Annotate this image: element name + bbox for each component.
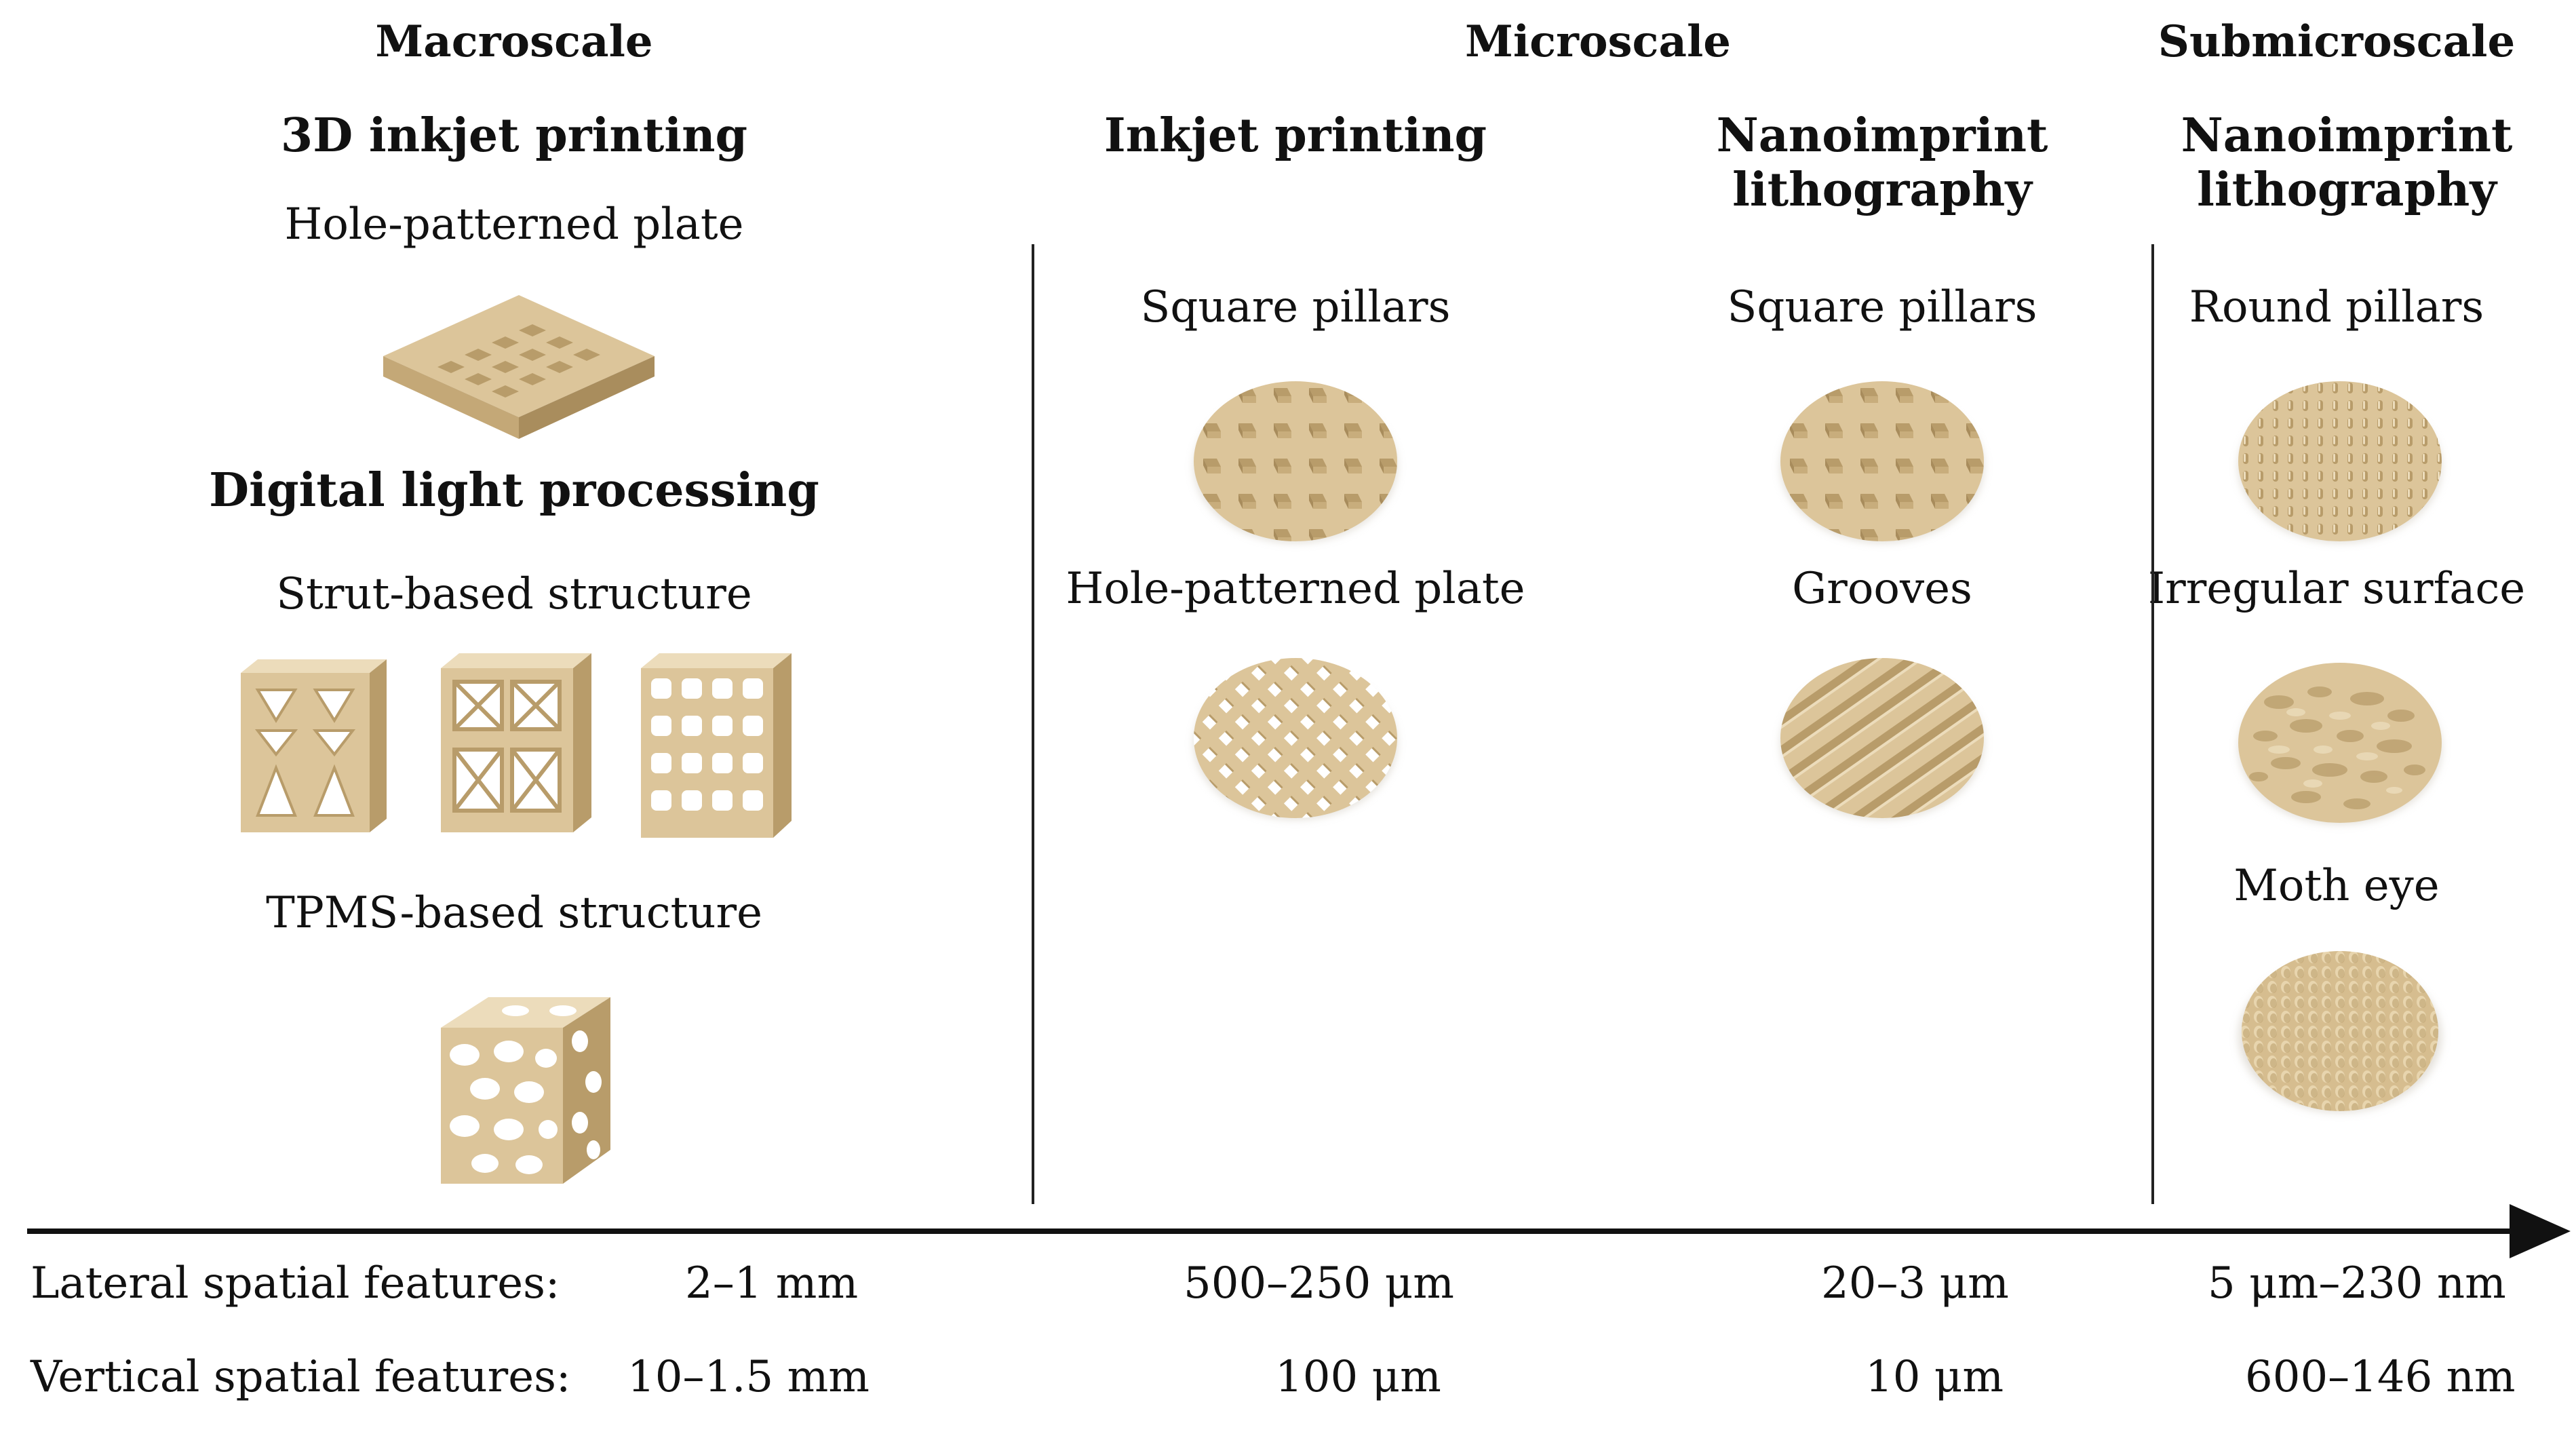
lateral-macro: 2–1 mm [685,1258,859,1309]
scale-micro: Microscale [1464,16,1732,67]
lateral-micro-nil: 20–3 μm [1821,1258,2009,1309]
irregular-surface-disc [2238,663,2442,824]
label-hole-plate-inkjet: Hole-patterned plate [1066,564,1525,614]
label-hole-plate-macro: Hole-patterned plate [284,199,744,250]
label-round-pillars: Round pillars [2189,282,2484,332]
method-nil-submicro: Nanoimprint lithography [2181,109,2513,217]
method-inkjet: Inkjet printing [1104,109,1487,163]
spatial-scale-axis-arrow [27,1204,2571,1258]
hole-plate-inkjet-disc [1194,658,1397,819]
method-nil-micro-line1: Nanoimprint [1716,109,2048,163]
scale-submicro: Submicroscale [2158,16,2516,67]
label-strut: Strut-based structure [276,569,752,619]
method-nil-micro-line2: lithography [1732,163,2032,217]
label-grooves: Grooves [1792,564,1972,614]
method-nil-submicro-line1: Nanoimprint [2181,109,2513,163]
strut-cube-1-figure [241,659,387,832]
label-irregular: Irregular surface [2147,564,2526,614]
method-dlp: Digital light processing [209,463,819,518]
vertical-micro-nil: 10 μm [1865,1352,2004,1402]
vertical-submicro: 600–146 nm [2245,1352,2516,1402]
lateral-features-label: Lateral spatial features: [31,1258,560,1309]
moth-eye-disc [2238,951,2442,1112]
label-square-pillars-nil: Square pillars [1727,282,2037,332]
vertical-micro-inkjet: 100 μm [1275,1352,1441,1402]
round-pillars-disc [2238,381,2442,543]
divider-macro-micro [1032,244,1034,1204]
hole-plate-macro-figure [383,295,655,439]
label-square-pillars-inkjet: Square pillars [1140,282,1451,332]
lateral-micro-inkjet: 500–250 μm [1184,1258,1454,1309]
label-moth-eye: Moth eye [2233,861,2440,911]
square-pillars-nil-disc [1780,381,1984,543]
lateral-submicro: 5 μm–230 nm [2208,1258,2506,1309]
method-3d-inkjet: 3D inkjet printing [280,109,748,163]
grooves-disc [1780,658,1984,819]
method-nil-micro: Nanoimprint lithography [1717,109,2048,217]
square-pillars-inkjet-disc [1194,381,1397,543]
vertical-macro: 10–1.5 mm [627,1352,870,1402]
method-nil-submicro-line2: lithography [2197,163,2497,217]
scale-macro: Macroscale [375,16,653,67]
label-tpms: TPMS-based structure [266,888,762,938]
divider-micro-submicro [2151,244,2154,1204]
strut-cube-2-figure [441,653,591,832]
vertical-features-label: Vertical spatial features: [31,1352,571,1402]
tpms-figure [441,997,610,1184]
strut-cube-3-figure [641,653,792,838]
